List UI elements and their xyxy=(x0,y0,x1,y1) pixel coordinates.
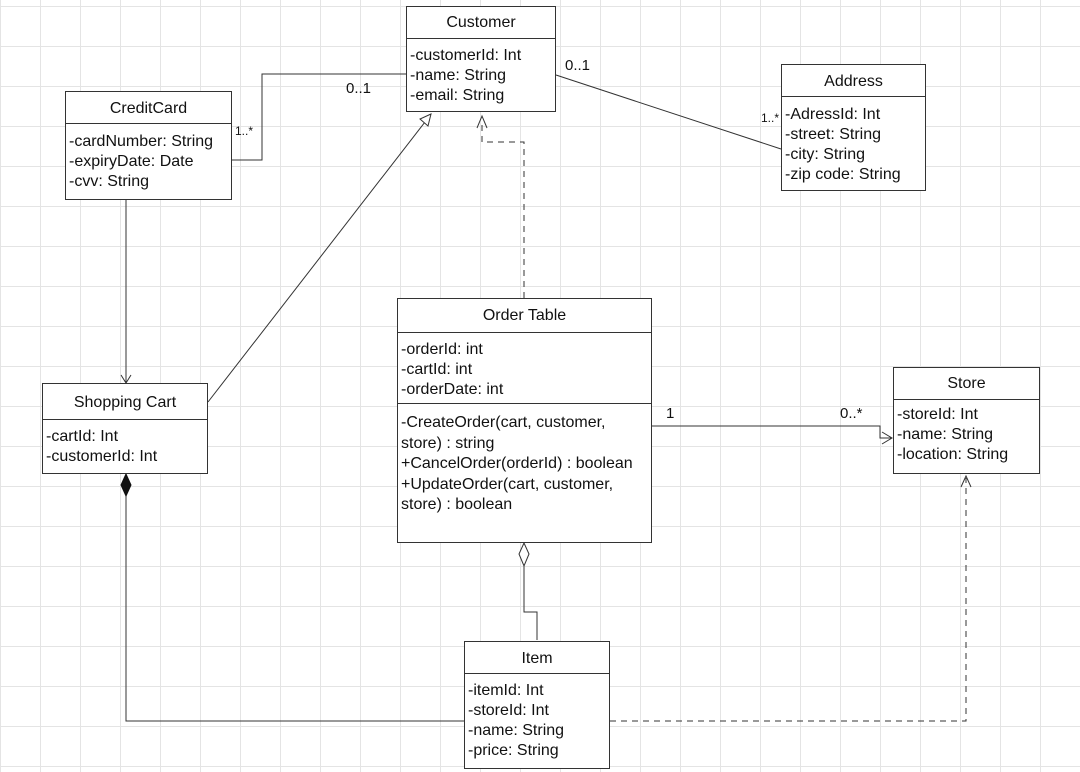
attribute: -cvv: String xyxy=(69,173,150,190)
attribute: -name: String xyxy=(468,722,565,739)
composition-item-shoppingcart xyxy=(125,496,464,722)
attribute-list: -storeId: Int -name: String -location: S… xyxy=(894,400,1039,469)
attribute: -customerId: Int xyxy=(410,47,522,64)
attribute: -location: String xyxy=(897,446,1009,463)
attribute: -orderId: int xyxy=(401,341,483,358)
class-name: Order Table xyxy=(398,299,651,333)
class-name: Item xyxy=(465,642,609,674)
attribute-list: -AdressId: Int -street: String -city: St… xyxy=(782,97,925,189)
attribute-list: -cartId: Int -customerId: Int xyxy=(43,420,207,471)
attribute: -orderDate: int xyxy=(401,381,504,398)
class-order-table[interactable]: Order Table -orderId: int -cartId: int -… xyxy=(397,298,652,543)
class-customer[interactable]: Customer -customerId: Int -name: String … xyxy=(406,6,556,112)
attribute: -AdressId: Int xyxy=(785,106,881,123)
class-address[interactable]: Address -AdressId: Int -street: String -… xyxy=(781,64,926,191)
operation: store) : boolean xyxy=(401,496,513,513)
attribute: -cartId: Int xyxy=(46,428,119,445)
operation: +CancelOrder(orderId) : boolean xyxy=(401,455,633,472)
attribute: -customerId: Int xyxy=(46,448,158,465)
attribute-list: -orderId: int -cartId: int -orderDate: i… xyxy=(398,333,651,403)
multiplicity-label: 1 xyxy=(666,405,675,422)
attribute: -zip code: String xyxy=(785,166,901,183)
attribute: -street: String xyxy=(785,126,882,143)
attribute: -city: String xyxy=(785,146,866,163)
composition-diamond xyxy=(120,472,132,498)
attribute: -cartId: int xyxy=(401,361,473,378)
attribute: -storeId: Int xyxy=(897,406,978,423)
realization-arrowhead xyxy=(476,114,488,129)
attribute: -email: String xyxy=(410,87,505,104)
attribute-list: -cardNumber: String -expiryDate: Date -c… xyxy=(66,124,231,196)
operation: store) : string xyxy=(401,434,495,452)
attribute: -cardNumber: String xyxy=(69,133,214,150)
association-order-store xyxy=(652,425,892,439)
multiplicity-label: 1..* xyxy=(235,124,254,138)
arrowhead-store xyxy=(881,431,893,445)
realization-order-customer xyxy=(481,122,525,298)
generalization-triangle xyxy=(419,113,432,127)
dependency-item-store xyxy=(610,478,967,722)
attribute: -itemId: Int xyxy=(468,682,544,699)
association-creditcard-customer xyxy=(232,73,406,161)
attribute-list: -itemId: Int -storeId: Int -name: String… xyxy=(465,674,609,765)
class-name: Shopping Cart xyxy=(43,384,207,420)
association-customer-address xyxy=(555,74,782,150)
operation-list: -CreateOrder(cart, customer, store) : st… xyxy=(398,403,651,520)
aggregation-diamond xyxy=(518,541,530,568)
class-name: Store xyxy=(894,368,1039,400)
class-item[interactable]: Item -itemId: Int -storeId: Int -name: S… xyxy=(464,641,610,769)
dependency-arrowhead xyxy=(960,474,972,488)
class-store[interactable]: Store -storeId: Int -name: String -locat… xyxy=(893,367,1040,474)
operation: -CreateOrder(cart, customer, xyxy=(401,414,606,431)
attribute: -price: String xyxy=(468,742,559,759)
class-shopping-cart[interactable]: Shopping Cart -cartId: Int -customerId: … xyxy=(42,383,208,474)
attribute: -storeId: Int xyxy=(468,702,549,719)
class-name: CreditCard xyxy=(66,92,231,124)
attribute: -name: String xyxy=(897,426,994,443)
class-name: Customer xyxy=(407,7,555,39)
attribute: -name: String xyxy=(410,67,507,84)
attribute-list: -customerId: Int -name: String -email: S… xyxy=(407,39,555,110)
operation: +UpdateOrder(cart, customer, xyxy=(401,475,614,493)
multiplicity-label: 0..* xyxy=(840,405,863,422)
class-name: Address xyxy=(782,65,925,97)
class-creditcard[interactable]: CreditCard -cardNumber: String -expiryDa… xyxy=(65,91,232,200)
multiplicity-label: 0..1 xyxy=(565,57,591,74)
attribute: -expiryDate: Date xyxy=(69,153,194,170)
generalization-shoppingcart-customer xyxy=(207,121,426,403)
aggregation-item-order xyxy=(523,566,538,640)
multiplicity-label: 1..* xyxy=(761,111,780,125)
multiplicity-label: 0..1 xyxy=(346,80,372,97)
